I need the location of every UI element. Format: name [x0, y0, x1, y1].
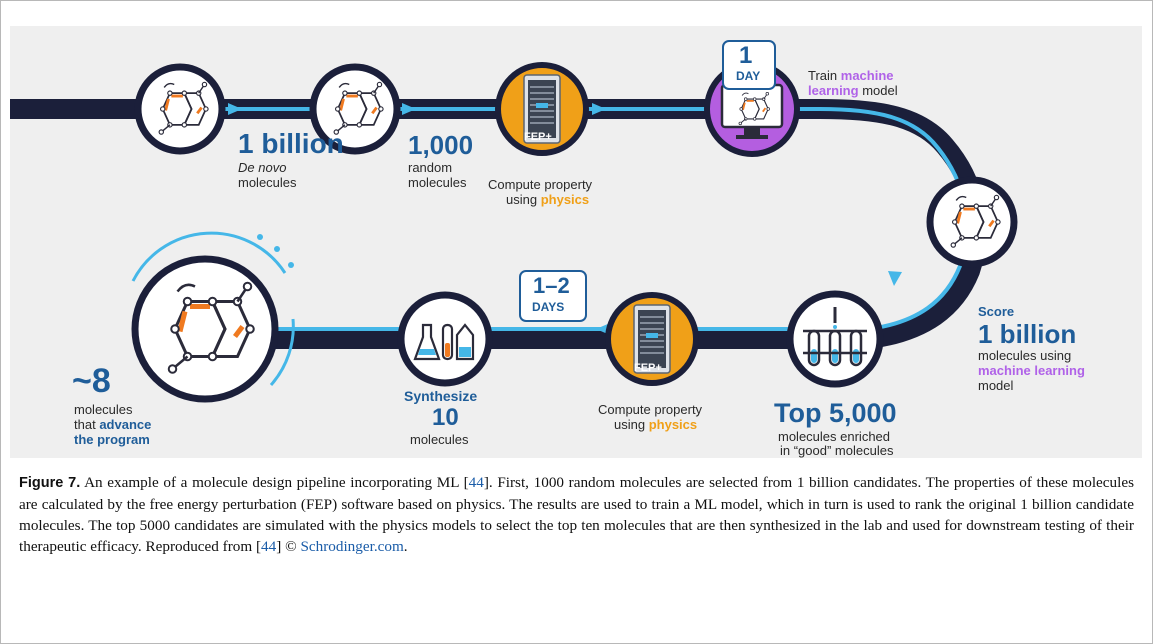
caption-source-link[interactable]: Schrodinger.com: [300, 538, 404, 555]
caption-text-4: .: [403, 538, 408, 555]
caption-label: Figure 7.: [19, 475, 81, 491]
pipeline-figure: 1 billion De novo molecules 1,000 random…: [10, 26, 1142, 458]
node-fep-top: [495, 62, 589, 156]
top-line2: in “good” molecules: [780, 443, 894, 458]
arrow-head-3: [592, 103, 606, 115]
caption-ref-2[interactable]: 44: [261, 538, 277, 555]
top-number: Top 5,000: [774, 398, 897, 428]
node-fep-bottom: [605, 292, 699, 386]
final-line1: molecules: [74, 402, 133, 417]
train-line2: learning model: [808, 83, 898, 98]
compute-bottom-line2: using physics: [614, 417, 698, 432]
node-random-molecule: [309, 63, 401, 155]
one-day-number: 1: [739, 42, 753, 69]
arrow-head-1: [228, 103, 242, 115]
synth-text: molecules: [410, 432, 469, 447]
compute-bottom-line1: Compute property: [598, 402, 703, 417]
score-line1: molecules using: [978, 348, 1072, 363]
compute-top-line2: using physics: [506, 192, 590, 207]
fep-label-bottom: FEP+: [634, 362, 662, 374]
score-number: 1 billion: [978, 319, 1077, 349]
node-score-molecule: [926, 176, 1018, 268]
top-line1: molecules enriched: [778, 429, 891, 444]
pipeline-diagram: [10, 40, 1018, 403]
node-test-tubes: [786, 290, 884, 388]
score-word: Score: [978, 304, 1015, 319]
billion-number: 1 billion: [238, 128, 344, 159]
caption-ref-1[interactable]: 44: [468, 474, 484, 491]
fep-label-top: FEP+: [524, 131, 552, 143]
denovo-label: De novo: [238, 160, 287, 175]
caption-text-3: ] ©: [276, 538, 301, 555]
final-line2: that advance: [74, 417, 152, 432]
caption-text-2: ]. First, 1000 random molecules are sele…: [19, 474, 1134, 555]
thousand-line2: molecules: [408, 175, 467, 190]
days-number: 1–2: [533, 273, 570, 298]
thousand-line1: random: [408, 160, 453, 175]
final-number: ~8: [72, 362, 111, 400]
train-line1: Train machine: [808, 68, 894, 83]
node-final-molecules: [131, 231, 295, 403]
thousand-number: 1,000: [408, 130, 474, 160]
days-box: [519, 270, 587, 322]
days-unit: DAYS: [532, 300, 565, 314]
one-day-unit: DAY: [736, 69, 761, 83]
synth-word: Synthesize: [404, 388, 478, 404]
denovo-molecules-label: molecules: [238, 175, 297, 190]
compute-top-line1: Compute property: [488, 177, 593, 192]
score-ml: machine learning: [978, 363, 1085, 378]
arrow-head-4: [888, 271, 902, 286]
synth-number: 10: [432, 404, 459, 431]
caption-text-1: An example of a molecule design pipeline…: [80, 474, 469, 491]
figure-caption: Figure 7. An example of a molecule desig…: [19, 472, 1134, 557]
score-model: model: [978, 378, 1014, 393]
arrow-head-2: [402, 103, 416, 115]
final-line3: the program: [74, 432, 150, 447]
node-denovo-molecule: [134, 63, 226, 155]
node-synthesize: [397, 291, 493, 387]
one-day-box: [722, 40, 776, 90]
